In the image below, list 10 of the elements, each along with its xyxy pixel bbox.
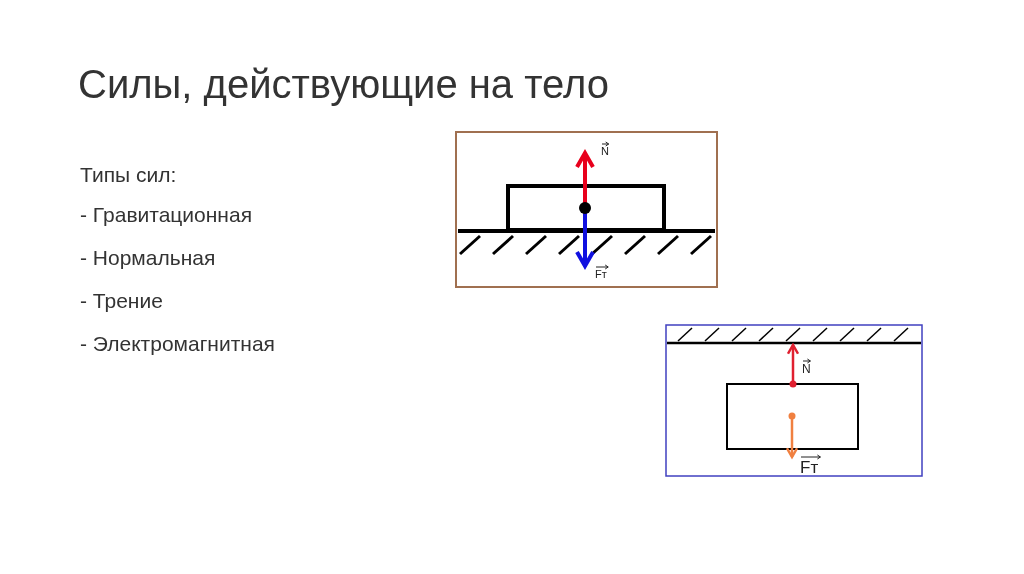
force-label: Fт [800,458,819,478]
list-item: - Гравитационная [80,203,252,227]
force-label: N [802,362,811,376]
force-label: N [601,145,609,157]
list-item: - Трение [80,289,163,313]
list-item: - Нормальная [80,246,216,270]
slide-title: Силы, действующие на тело [78,62,610,107]
force-label: Fт [595,268,607,280]
list-heading: Типы сил: [80,163,177,187]
list-item: - Электромагнитная [80,332,275,356]
